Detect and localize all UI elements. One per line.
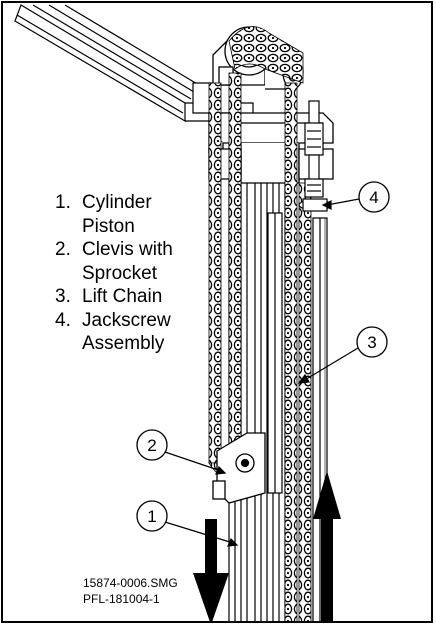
callout-leaders: [164, 198, 360, 547]
legend-item: 4. Jackscrew Assembly: [55, 309, 173, 356]
legend-label: Lift Chain: [82, 286, 163, 307]
legend-number: 1.: [55, 192, 71, 213]
legend-label: Cylinder Piston: [82, 192, 152, 237]
callout-1: 1: [136, 500, 168, 532]
legend-item: 3. Lift Chain: [55, 285, 173, 309]
legend-number: 4.: [55, 309, 71, 331]
callout-3: 3: [356, 326, 388, 358]
lower-clevis: [212, 432, 266, 504]
drawing-part-number: PFL-181004-1: [83, 592, 160, 606]
legend-label: Jackscrew Assembly: [82, 309, 171, 355]
legend-item: 2. Clevis with Sprocket: [55, 238, 173, 285]
callout-2: 2: [136, 429, 168, 461]
callout-3-number: 3: [367, 333, 376, 352]
top-crossbeam: [14, 4, 254, 123]
callout-1-number: 1: [147, 507, 156, 526]
parts-legend: 1. Cylinder Piston 2. Clevis with Sprock…: [55, 191, 173, 356]
legend-item: 1. Cylinder Piston: [55, 191, 173, 238]
callout-4-number: 4: [369, 188, 378, 207]
down-arrow: [193, 519, 229, 621]
legend-label: Clevis with Sprocket: [82, 239, 173, 284]
legend-number: 3.: [55, 286, 71, 307]
drawing-file-name: 15874-0006.SMG: [83, 576, 178, 590]
jackscrew: [298, 100, 332, 212]
drawing-reference: 15874-0006.SMG PFL-181004-1: [83, 575, 178, 607]
legend-number: 2.: [55, 239, 71, 260]
callout-4: 4: [358, 181, 390, 213]
callout-2-number: 2: [147, 436, 156, 455]
lift-mast-drawing: 4 3 2 1: [14, 4, 390, 621]
up-arrow: [313, 471, 341, 621]
